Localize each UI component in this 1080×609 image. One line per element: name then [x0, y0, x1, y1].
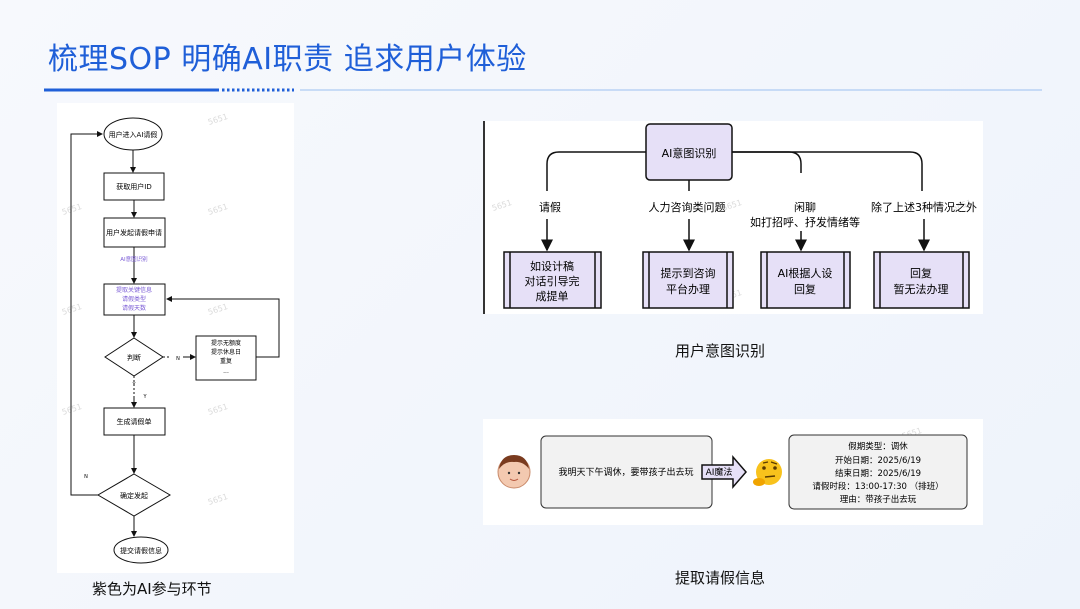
branch-label-other: 除了上述3种情况之外 [871, 200, 977, 214]
result-text: AI根据人设 [778, 266, 833, 280]
generate-label: 生成请假单 [117, 417, 152, 426]
n-label: N [84, 474, 88, 480]
submit-info-node [113, 536, 169, 564]
intent-diagram-panel: 5651 5651 5651 5651 AI意图识别 请假 人力咨询类问题 闲聊… [483, 121, 983, 314]
watermark: 5651 [61, 202, 83, 217]
branch-label-chat-detail: 如打招呼、抒发情绪等 [750, 215, 860, 229]
intent-root-label: AI意图识别 [662, 146, 717, 160]
result-box-hr: 提示到咨询 平台办理 [642, 251, 734, 309]
intent-diagram: 5651 5651 5651 5651 AI意图识别 请假 人力咨询类问题 闲聊… [483, 121, 977, 314]
result-text: 对话引导完 [525, 274, 580, 288]
result-box-leave: 如设计稿 对话引导完 成提单 [503, 251, 602, 309]
watermark: 5651 [207, 492, 229, 507]
prompt-label-4: ... [223, 368, 229, 375]
judge-label: 判断 [127, 353, 141, 362]
avatar [497, 455, 531, 489]
extract-label-2: 请假类型 [122, 295, 146, 303]
title-underline [44, 88, 1042, 92]
result-box-chat: AI根据人设 回复 [760, 251, 851, 309]
field-time-range: 请假时段：13:00-17:30 （排班） [812, 481, 943, 492]
submit-request-label: 用户发起请假申请 [106, 228, 162, 237]
field-reason: 理由：带孩子出去玩 [840, 494, 917, 505]
submit-info-label: 提交请假信息 [120, 546, 162, 555]
extract-diagram-panel: 5651 5651 我明天下午调休，要带孩子出去玩 AI魔法 假期类型 [483, 419, 983, 525]
y-label: Y [131, 382, 136, 388]
watermark: 5651 [61, 302, 83, 317]
extract-label-3: 请假天数 [122, 304, 146, 312]
slide-title: 梳理SOP 明确AI职责 追求用户体验 [48, 42, 527, 77]
branch-label-hr: 人力咨询类问题 [649, 200, 726, 214]
watermark: 5651 [61, 402, 83, 417]
prompt-label-2: 提示休息日 [211, 348, 241, 356]
flowchart-caption: 紫色为AI参与环节 [92, 580, 212, 598]
intent-caption: 用户意图识别 [675, 342, 766, 360]
result-box-other: 回复 暂无法办理 [873, 251, 970, 309]
watermark: 5651 [207, 202, 229, 217]
result-text: 平台办理 [666, 282, 710, 296]
prompt-label-1: 提示无额度 [211, 339, 241, 347]
watermark: 5651 [207, 402, 229, 417]
ai-magic-label: AI魔法 [706, 466, 733, 478]
result-text: 回复 [910, 266, 932, 280]
result-text: 如设计稿 [530, 259, 574, 273]
thinking-face-icon [753, 459, 782, 486]
get-user-id-label: 获取用户ID [116, 182, 151, 191]
field-leave-type: 假期类型：调休 [848, 441, 908, 452]
ai-intent-label: AI意图识别 [120, 255, 147, 263]
field-end-date: 结束日期：2025/6/19 [835, 468, 921, 479]
result-text: 提示到咨询 [661, 266, 716, 280]
branch-label-chat: 闲聊 [794, 200, 816, 214]
start-label: 用户进入AI请假 [109, 130, 158, 139]
y-label: Y [142, 394, 147, 400]
prompt-label-3: 重复 [220, 357, 232, 365]
prompt-node [195, 335, 257, 381]
extract-label-1: 提取关键信息 [116, 286, 152, 294]
confirm-label: 确定发起 [120, 491, 148, 500]
watermark: 5651 [207, 112, 229, 127]
ai-magic-arrow [701, 454, 747, 490]
result-text: 成提单 [536, 290, 569, 303]
watermark: 5651 [207, 302, 229, 317]
generate-node [103, 407, 166, 436]
field-start-date: 开始日期：2025/6/19 [835, 455, 921, 466]
branch-label-leave: 请假 [539, 200, 561, 214]
result-text: 回复 [794, 282, 816, 296]
flowchart-diagram: 5651 5651 5651 5651 5651 5651 5651 5651 … [61, 112, 280, 564]
watermark: 5651 [491, 198, 513, 213]
extract-diagram: 5651 5651 我明天下午调休，要带孩子出去玩 AI魔法 假期类型 [497, 426, 968, 510]
flowchart-panel: 5651 5651 5651 5651 5651 5651 5651 5651 … [57, 103, 294, 573]
extract-caption: 提取请假信息 [675, 569, 766, 587]
result-text: 暂无法办理 [894, 282, 949, 296]
n-label: N [176, 356, 180, 362]
extracted-info-box [788, 434, 968, 510]
message-text: 我明天下午调休，要带孩子出去玩 [558, 466, 693, 478]
